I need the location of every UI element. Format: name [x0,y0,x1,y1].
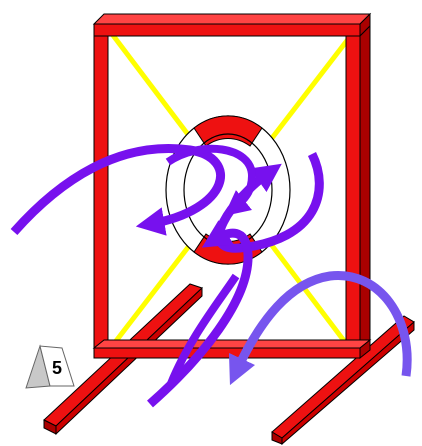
marker-number: 5 [52,358,62,378]
frame-right-post [346,36,360,356]
number-marker: 5 [26,346,74,388]
frame-bottom-beam [94,340,370,348]
flow-arrow-right-loop [236,276,407,376]
right-ground-rail [272,316,414,444]
frame-top-beam [94,14,370,24]
flow-arrow-lower-center [170,276,236,386]
frame-left-post [94,36,108,356]
